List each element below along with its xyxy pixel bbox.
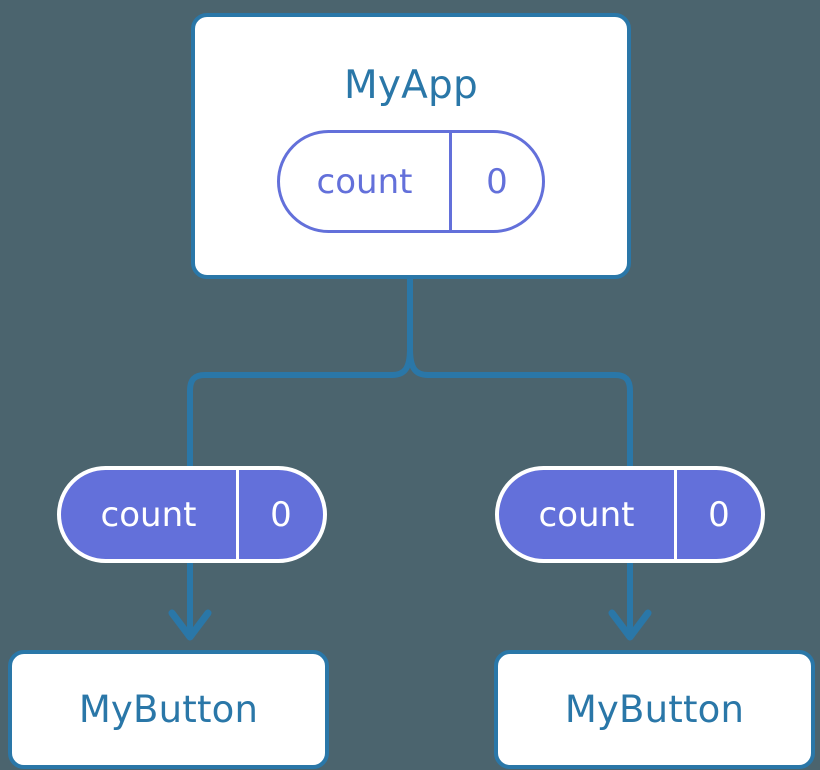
arrow-down-right-icon [608, 609, 652, 641]
component-label-mybutton: MyButton [564, 688, 745, 731]
props-pill-value: 0 [270, 494, 292, 535]
component-label-myapp: MyApp [344, 63, 478, 108]
props-pill-right[interactable]: count 0 [495, 466, 765, 563]
props-pill-key: count [61, 470, 239, 559]
props-pill-value: 0 [708, 494, 730, 535]
arrow-down-left-icon [168, 609, 212, 641]
component-node-mybutton-left[interactable]: MyButton [8, 650, 329, 769]
component-node-mybutton-right[interactable]: MyButton [494, 650, 815, 769]
props-pill-key: count [499, 470, 677, 559]
state-pill-value: 0 [486, 161, 508, 202]
component-label-mybutton: MyButton [78, 688, 259, 731]
branch-line-right-icon [407, 348, 633, 467]
state-pill-myapp[interactable]: count 0 [277, 130, 545, 233]
props-pill-left[interactable]: count 0 [57, 466, 327, 563]
state-pill-key: count [280, 133, 452, 230]
branch-line-left-icon [187, 348, 413, 467]
